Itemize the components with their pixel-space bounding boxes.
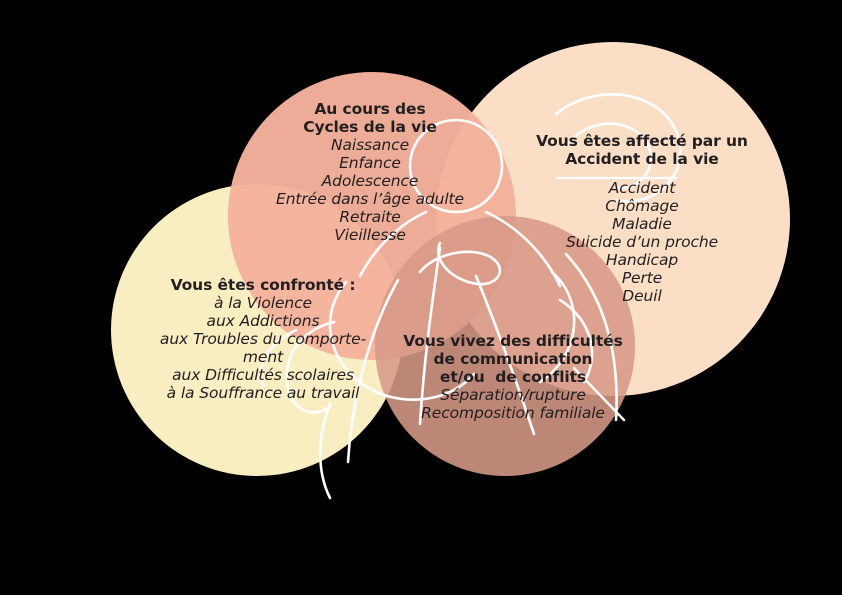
figure-spine-curve <box>418 246 442 426</box>
figure-head-icon <box>408 118 504 214</box>
circle-group <box>111 42 790 476</box>
figure-hip-swirl-left <box>285 320 336 414</box>
figure-collar-loop <box>418 241 502 286</box>
figure-halo-inner <box>564 122 653 190</box>
figure-shoulder-left <box>358 210 428 278</box>
circle-difficultes <box>375 216 635 476</box>
figure-arm-right-sweep <box>538 270 576 384</box>
figure-leg-left <box>318 402 332 500</box>
figure-torso-right <box>474 274 536 436</box>
figure-trail-right <box>564 252 618 422</box>
abstract-person-lineart <box>259 93 682 500</box>
figure-diagonal-tail <box>572 366 626 422</box>
figure-arm-left-sweep <box>328 280 476 402</box>
figure-hand-right-curl <box>558 298 594 384</box>
figure-torso-left <box>346 278 400 464</box>
figure-hand-left-curl <box>259 328 298 388</box>
figure-halo-outer <box>554 93 682 203</box>
